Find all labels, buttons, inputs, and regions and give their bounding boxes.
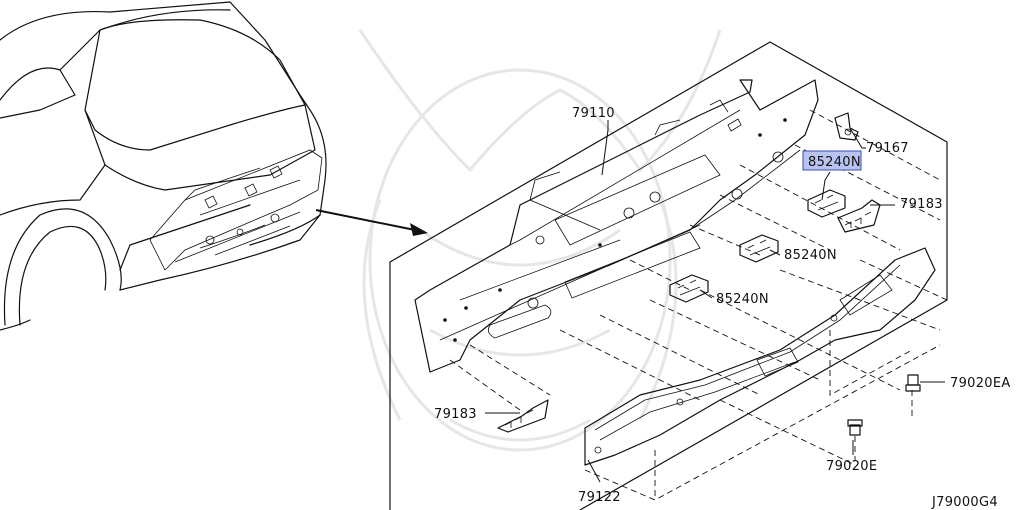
callout-79183-right[interactable]: 79183: [900, 197, 943, 212]
clip-85240N-mid: [739, 234, 779, 263]
bolt-79020EA: [905, 374, 921, 392]
highlight-box-85240N: [802, 150, 862, 171]
callout-85240N-low[interactable]: 85240N: [716, 292, 769, 307]
callout-79020E[interactable]: 79020E: [826, 459, 877, 474]
clip-85240N-top: [807, 189, 846, 218]
bolt-79020E: [847, 419, 863, 436]
callout-79167[interactable]: 79167: [866, 141, 909, 156]
callout-79020EA[interactable]: 79020EA: [950, 376, 1011, 391]
rear-panel-79110: [414, 79, 819, 373]
clip-85240N-low: [669, 274, 709, 303]
callout-79183-left[interactable]: 79183: [434, 407, 477, 422]
vehicle-rear-illustration: [0, 1, 327, 331]
callout-79122[interactable]: 79122: [578, 490, 621, 505]
callout-85240N-highlighted[interactable]: 85240N: [808, 155, 861, 170]
lower-panel-79122: [584, 247, 936, 466]
pointer-arrow: [315, 209, 428, 236]
callout-85240N-mid[interactable]: 85240N: [784, 248, 837, 263]
diagram-code: J79000G4: [931, 495, 998, 510]
assembly-guide-lines: [449, 109, 948, 501]
callout-79110[interactable]: 79110: [572, 106, 615, 121]
exploded-view-frame: [389, 41, 948, 510]
leader-lines: [485, 120, 945, 483]
bracket-79183-left: [497, 399, 549, 433]
bracket-79167: [834, 112, 859, 141]
